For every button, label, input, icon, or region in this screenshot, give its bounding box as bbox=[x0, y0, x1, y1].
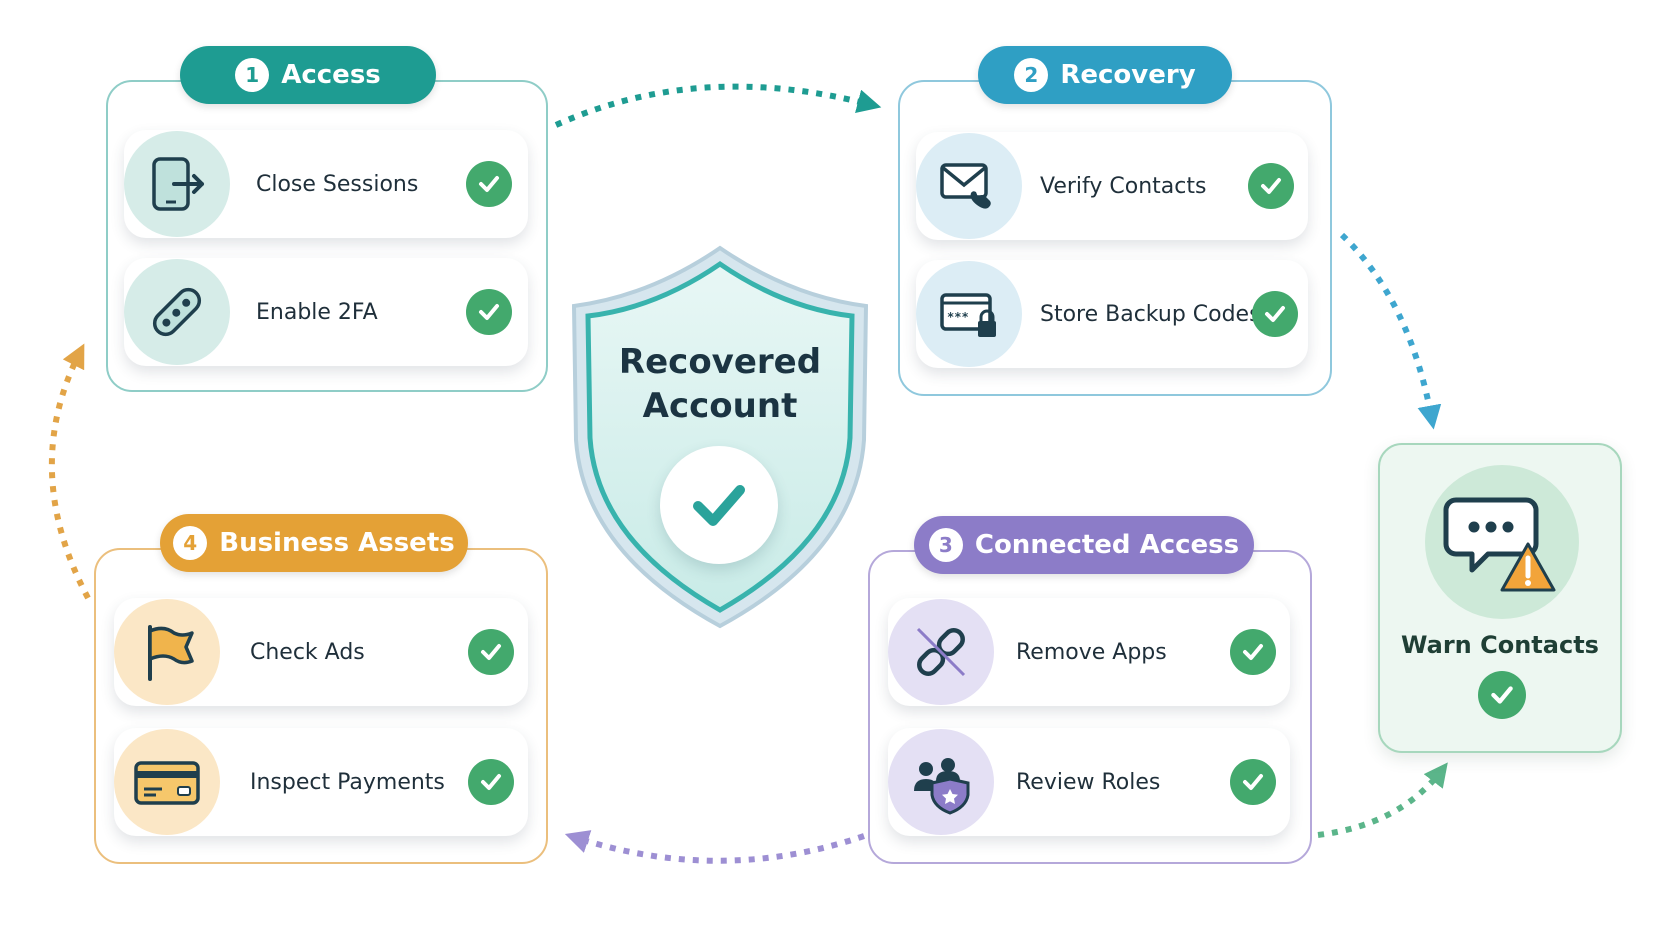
mail-phone-icon bbox=[916, 133, 1022, 239]
task-card-close-sessions[interactable]: Close Sessions bbox=[124, 130, 528, 238]
check-icon bbox=[468, 629, 514, 675]
check-icon bbox=[1248, 163, 1294, 209]
connected-access-step-badge: 3 Connected Access bbox=[914, 516, 1254, 574]
recovered-account-shield: Recovered Account bbox=[560, 240, 880, 630]
backup-codes-lock-icon: *** bbox=[916, 261, 1022, 367]
task-label: Verify Contacts bbox=[1040, 173, 1207, 199]
task-card-review-roles[interactable]: Review Roles bbox=[888, 728, 1290, 836]
step-number: 2 bbox=[1014, 58, 1049, 92]
credit-card-icon bbox=[114, 729, 220, 835]
task-card-inspect-payments[interactable]: Inspect Payments bbox=[114, 728, 528, 836]
step-number: 1 bbox=[235, 58, 270, 92]
warn-contacts-card[interactable]: Warn Contacts bbox=[1378, 443, 1622, 753]
task-label: Close Sessions bbox=[256, 171, 419, 197]
task-label: Review Roles bbox=[1016, 769, 1161, 795]
broken-link-icon bbox=[888, 599, 994, 705]
task-card-store-backup-codes[interactable]: *** Store Backup Codes bbox=[916, 260, 1308, 368]
users-shield-icon bbox=[888, 729, 994, 835]
arrow-connected-to-business bbox=[564, 830, 865, 864]
warn-contacts-label: Warn Contacts bbox=[1401, 631, 1599, 659]
task-card-verify-contacts[interactable]: Verify Contacts bbox=[916, 132, 1308, 240]
task-card-enable-2fa[interactable]: Enable 2FA bbox=[124, 258, 528, 366]
check-icon bbox=[1252, 291, 1298, 337]
step-number: 3 bbox=[928, 528, 963, 562]
check-icon bbox=[466, 161, 512, 207]
recovery-title: Recovery bbox=[1060, 60, 1196, 90]
access-title: Access bbox=[281, 60, 381, 90]
business-assets-title: Business Assets bbox=[219, 528, 455, 558]
check-icon bbox=[466, 289, 512, 335]
security-key-icon bbox=[124, 259, 230, 365]
step-number: 4 bbox=[173, 526, 208, 560]
shield-title: Recovered Account bbox=[560, 340, 880, 428]
check-icon bbox=[1478, 671, 1526, 719]
arrow-access-to-recovery bbox=[554, 83, 882, 128]
flag-icon bbox=[114, 599, 220, 705]
check-icon bbox=[660, 446, 778, 564]
task-label: Remove Apps bbox=[1016, 639, 1167, 665]
arrow-business-to-access bbox=[48, 343, 91, 600]
arrow-warn-from-connected bbox=[1317, 762, 1448, 838]
shield-title-line1: Recovered bbox=[618, 342, 822, 382]
logout-device-icon bbox=[124, 131, 230, 237]
check-icon bbox=[468, 759, 514, 805]
task-card-check-ads[interactable]: Check Ads bbox=[114, 598, 528, 706]
shield-icon bbox=[571, 245, 869, 629]
check-icon bbox=[1230, 759, 1276, 805]
shield-title-line2: Account bbox=[642, 386, 798, 426]
task-label: Check Ads bbox=[250, 639, 365, 665]
task-label: Inspect Payments bbox=[250, 769, 445, 795]
check-icon bbox=[1230, 629, 1276, 675]
svg-text:***: *** bbox=[947, 310, 969, 324]
arrow-recovery-to-warn bbox=[1339, 232, 1442, 430]
business-assets-step-badge: 4 Business Assets bbox=[160, 514, 468, 572]
task-card-remove-apps[interactable]: Remove Apps bbox=[888, 598, 1290, 706]
connected-access-title: Connected Access bbox=[974, 530, 1240, 560]
task-label: Store Backup Codes bbox=[1040, 301, 1261, 327]
task-label: Enable 2FA bbox=[256, 299, 378, 325]
recovery-step-badge: 2 Recovery bbox=[978, 46, 1232, 104]
chat-warning-icon bbox=[1425, 465, 1579, 619]
access-step-badge: 1 Access bbox=[180, 46, 436, 104]
